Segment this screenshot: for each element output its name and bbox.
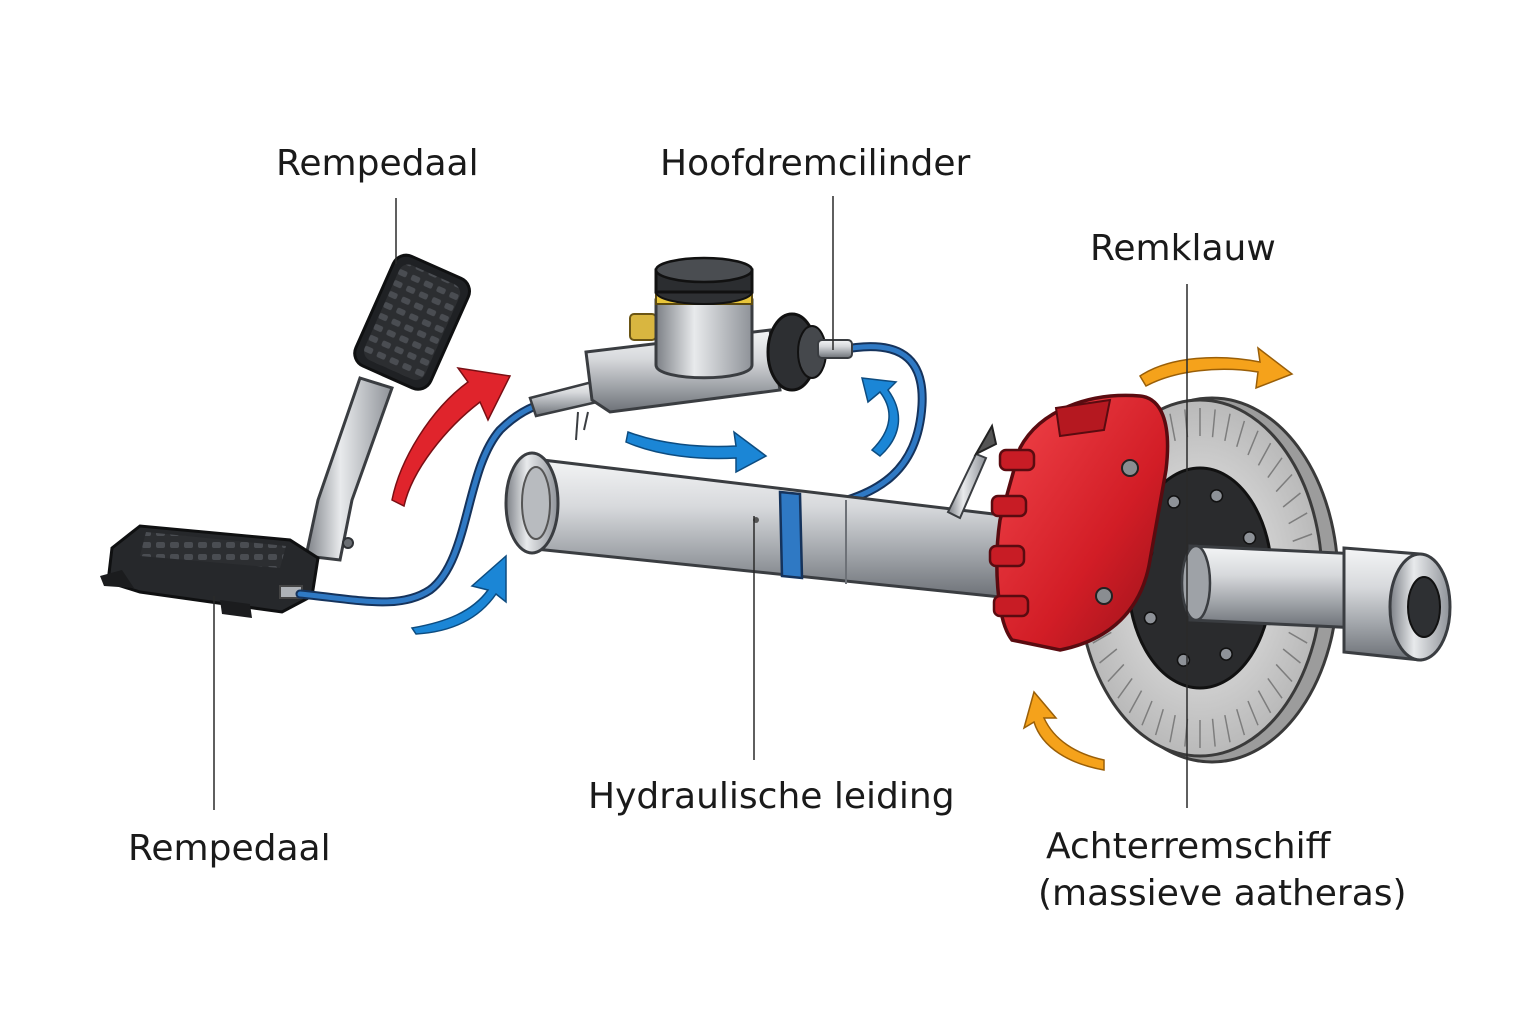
pedal-base [100,524,320,618]
disc-tick [1224,413,1231,441]
disc-tick [1275,663,1293,683]
disc-tick [1099,648,1118,664]
brake-pedal-assembly [100,253,471,618]
flow-arrow-blue-upper [861,377,900,457]
pressure-arrow-red [391,366,512,508]
disc-tick [1288,631,1308,644]
label-pedal-top: Rempedaal [276,143,479,184]
disc-tick [1236,708,1246,736]
hub-bolt [1242,531,1257,545]
disc-tick [1107,663,1125,683]
flow-arrow-blue-lower [410,554,507,635]
disc-tick [1169,715,1176,743]
disc-tick [1288,512,1308,525]
disc-tick [1257,690,1272,714]
disc-tick [1267,677,1283,699]
fluid-reservoir [654,256,754,380]
disc-tick [1211,409,1216,438]
hub-bolt [1167,495,1181,509]
disc-tick [1154,708,1164,736]
rotation-arrow-orange-bottom [1022,690,1105,771]
pedal-arm [304,376,394,562]
label-pedal-bottom: Rempedaal [128,828,331,869]
pedal-pad-upper [353,253,471,391]
disc-tick [1247,700,1259,726]
hydraulic-hose [295,342,927,607]
axle-tube [504,451,1012,600]
label-rear-disc-line2: (massieve aatheras) [1038,873,1407,914]
label-hydraulic-line: Hydraulische leiding [588,776,955,817]
axle-shaft [1180,544,1452,662]
disc-tick [1141,700,1153,726]
disc-tick [1211,718,1216,747]
disc-tick [1257,442,1272,466]
disc-tick [1224,715,1231,743]
hub-bolt [1143,611,1158,625]
hub-bolt [1219,647,1233,661]
disc-tick [1117,677,1133,699]
label-caliper: Remklauw [1090,228,1276,269]
disc-tick [1169,413,1176,441]
flow-arrow-blue-middle [625,430,768,474]
disc-tick [1247,430,1259,456]
hub-bolt [1209,489,1224,503]
disc-tick [1236,420,1246,448]
disc-tick [1267,457,1283,479]
leader-lines [213,196,1188,810]
master-cylinder [528,256,853,441]
rotation-arrow-orange-top [1138,346,1294,390]
brake-caliper [946,393,1170,652]
disc-tick [1092,631,1112,644]
disc-tick [1128,690,1143,714]
label-rear-disc-line1: Achterremschiff [1046,826,1332,867]
disc-tick [1275,473,1293,493]
disc-tick [1282,492,1301,508]
label-master-cylinder: Hoofdremcilinder [660,143,970,184]
disc-tick [1282,648,1301,664]
disc-tick [1292,533,1313,542]
